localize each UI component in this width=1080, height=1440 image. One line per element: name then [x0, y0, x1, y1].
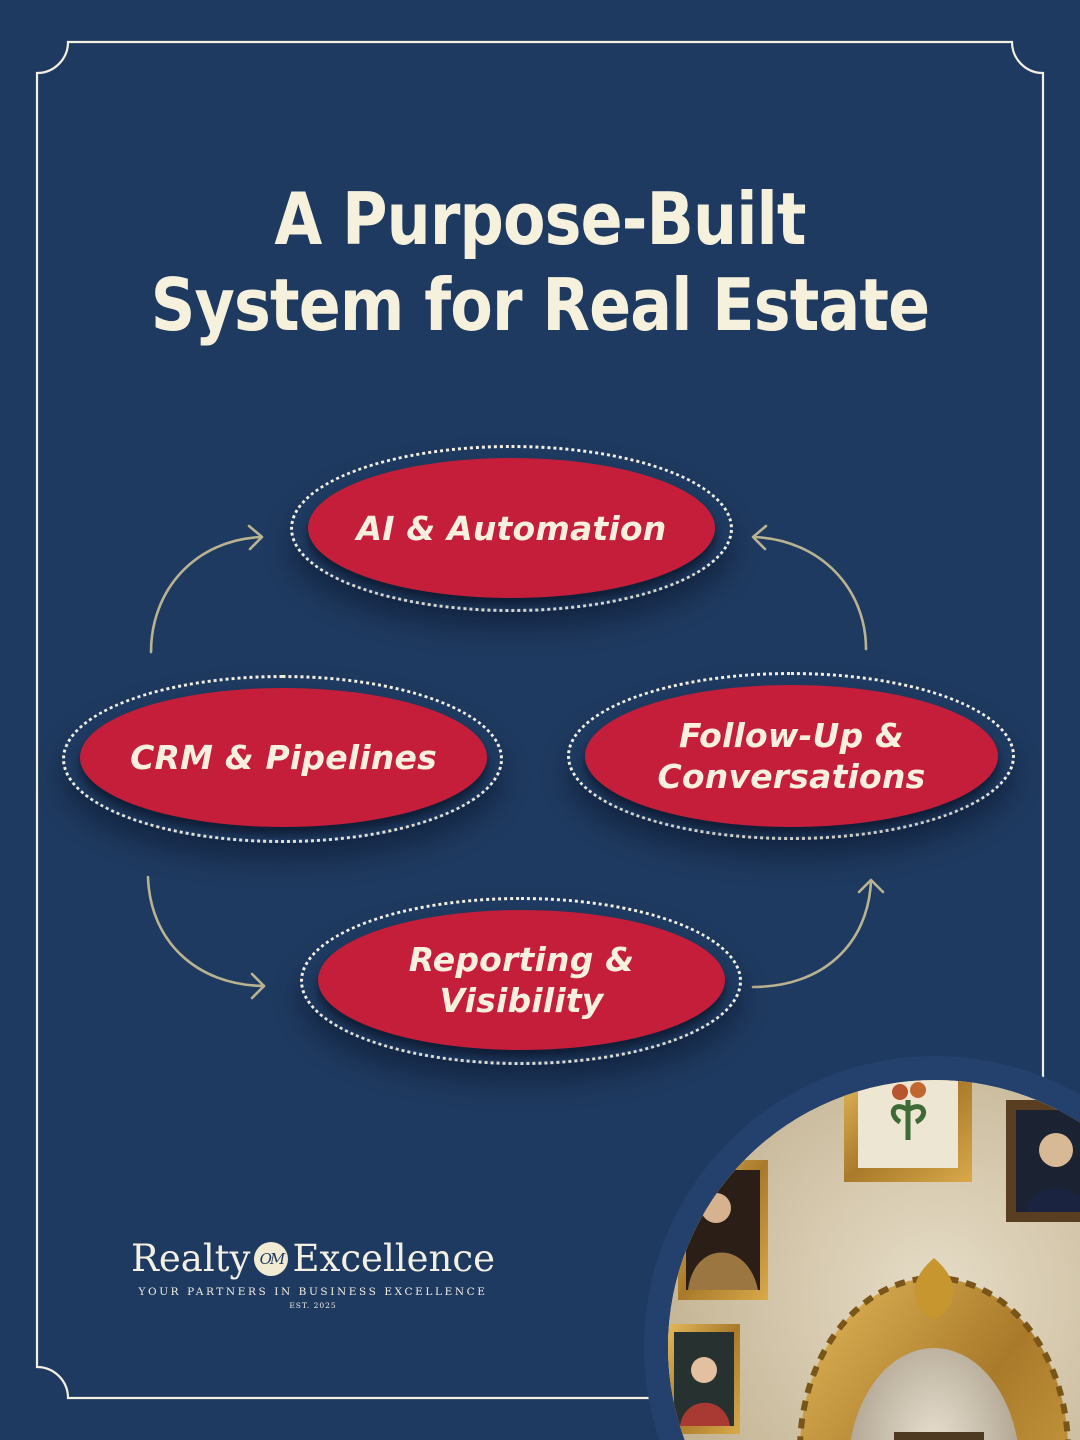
dotted-ring	[62, 675, 503, 843]
title-line-2: System for Real Estate	[150, 263, 930, 347]
dotted-ring	[290, 445, 733, 612]
node-label-line-1: Follow-Up &	[678, 716, 904, 755]
node-label-line-2: Visibility	[439, 981, 604, 1020]
logo-word-excellence: Excellence	[292, 1237, 495, 1280]
node-pill: Reporting & Visibility	[318, 910, 725, 1050]
node-pill: AI & Automation	[308, 458, 715, 598]
cycle-node-followup-conversations: Follow-Up & Conversations	[567, 672, 1015, 840]
brand-logo: Realty OM Excellence YOUR PARTNERS IN BU…	[128, 1236, 498, 1310]
dotted-ring	[567, 672, 1015, 840]
node-pill: CRM & Pipelines	[80, 688, 487, 827]
node-label: CRM & Pipelines	[130, 738, 437, 777]
monogram-icon: OM	[254, 1242, 289, 1276]
photo-illustration	[668, 1080, 1080, 1440]
node-label-line-2: Conversations	[657, 757, 926, 796]
page-title: A Purpose-Built System for Real Estate	[76, 176, 1005, 348]
node-pill: Follow-Up & Conversations	[585, 685, 998, 827]
node-label-line-1: Reporting &	[408, 940, 635, 979]
dotted-ring	[300, 897, 742, 1065]
node-label: AI & Automation	[356, 508, 667, 548]
title-line-1: A Purpose-Built	[274, 177, 806, 261]
logo-tagline: YOUR PARTNERS IN BUSINESS EXCELLENCE	[138, 1286, 488, 1298]
logo-wordmark: Realty OM Excellence	[128, 1236, 498, 1282]
cycle-node-crm-pipelines: CRM & Pipelines	[62, 675, 503, 843]
logo-word-realty: Realty	[131, 1237, 251, 1280]
cycle-node-ai-automation: AI & Automation	[290, 445, 733, 612]
logo-established: EST. 2025	[289, 1301, 337, 1310]
cycle-node-reporting-visibility: Reporting & Visibility	[300, 897, 742, 1065]
